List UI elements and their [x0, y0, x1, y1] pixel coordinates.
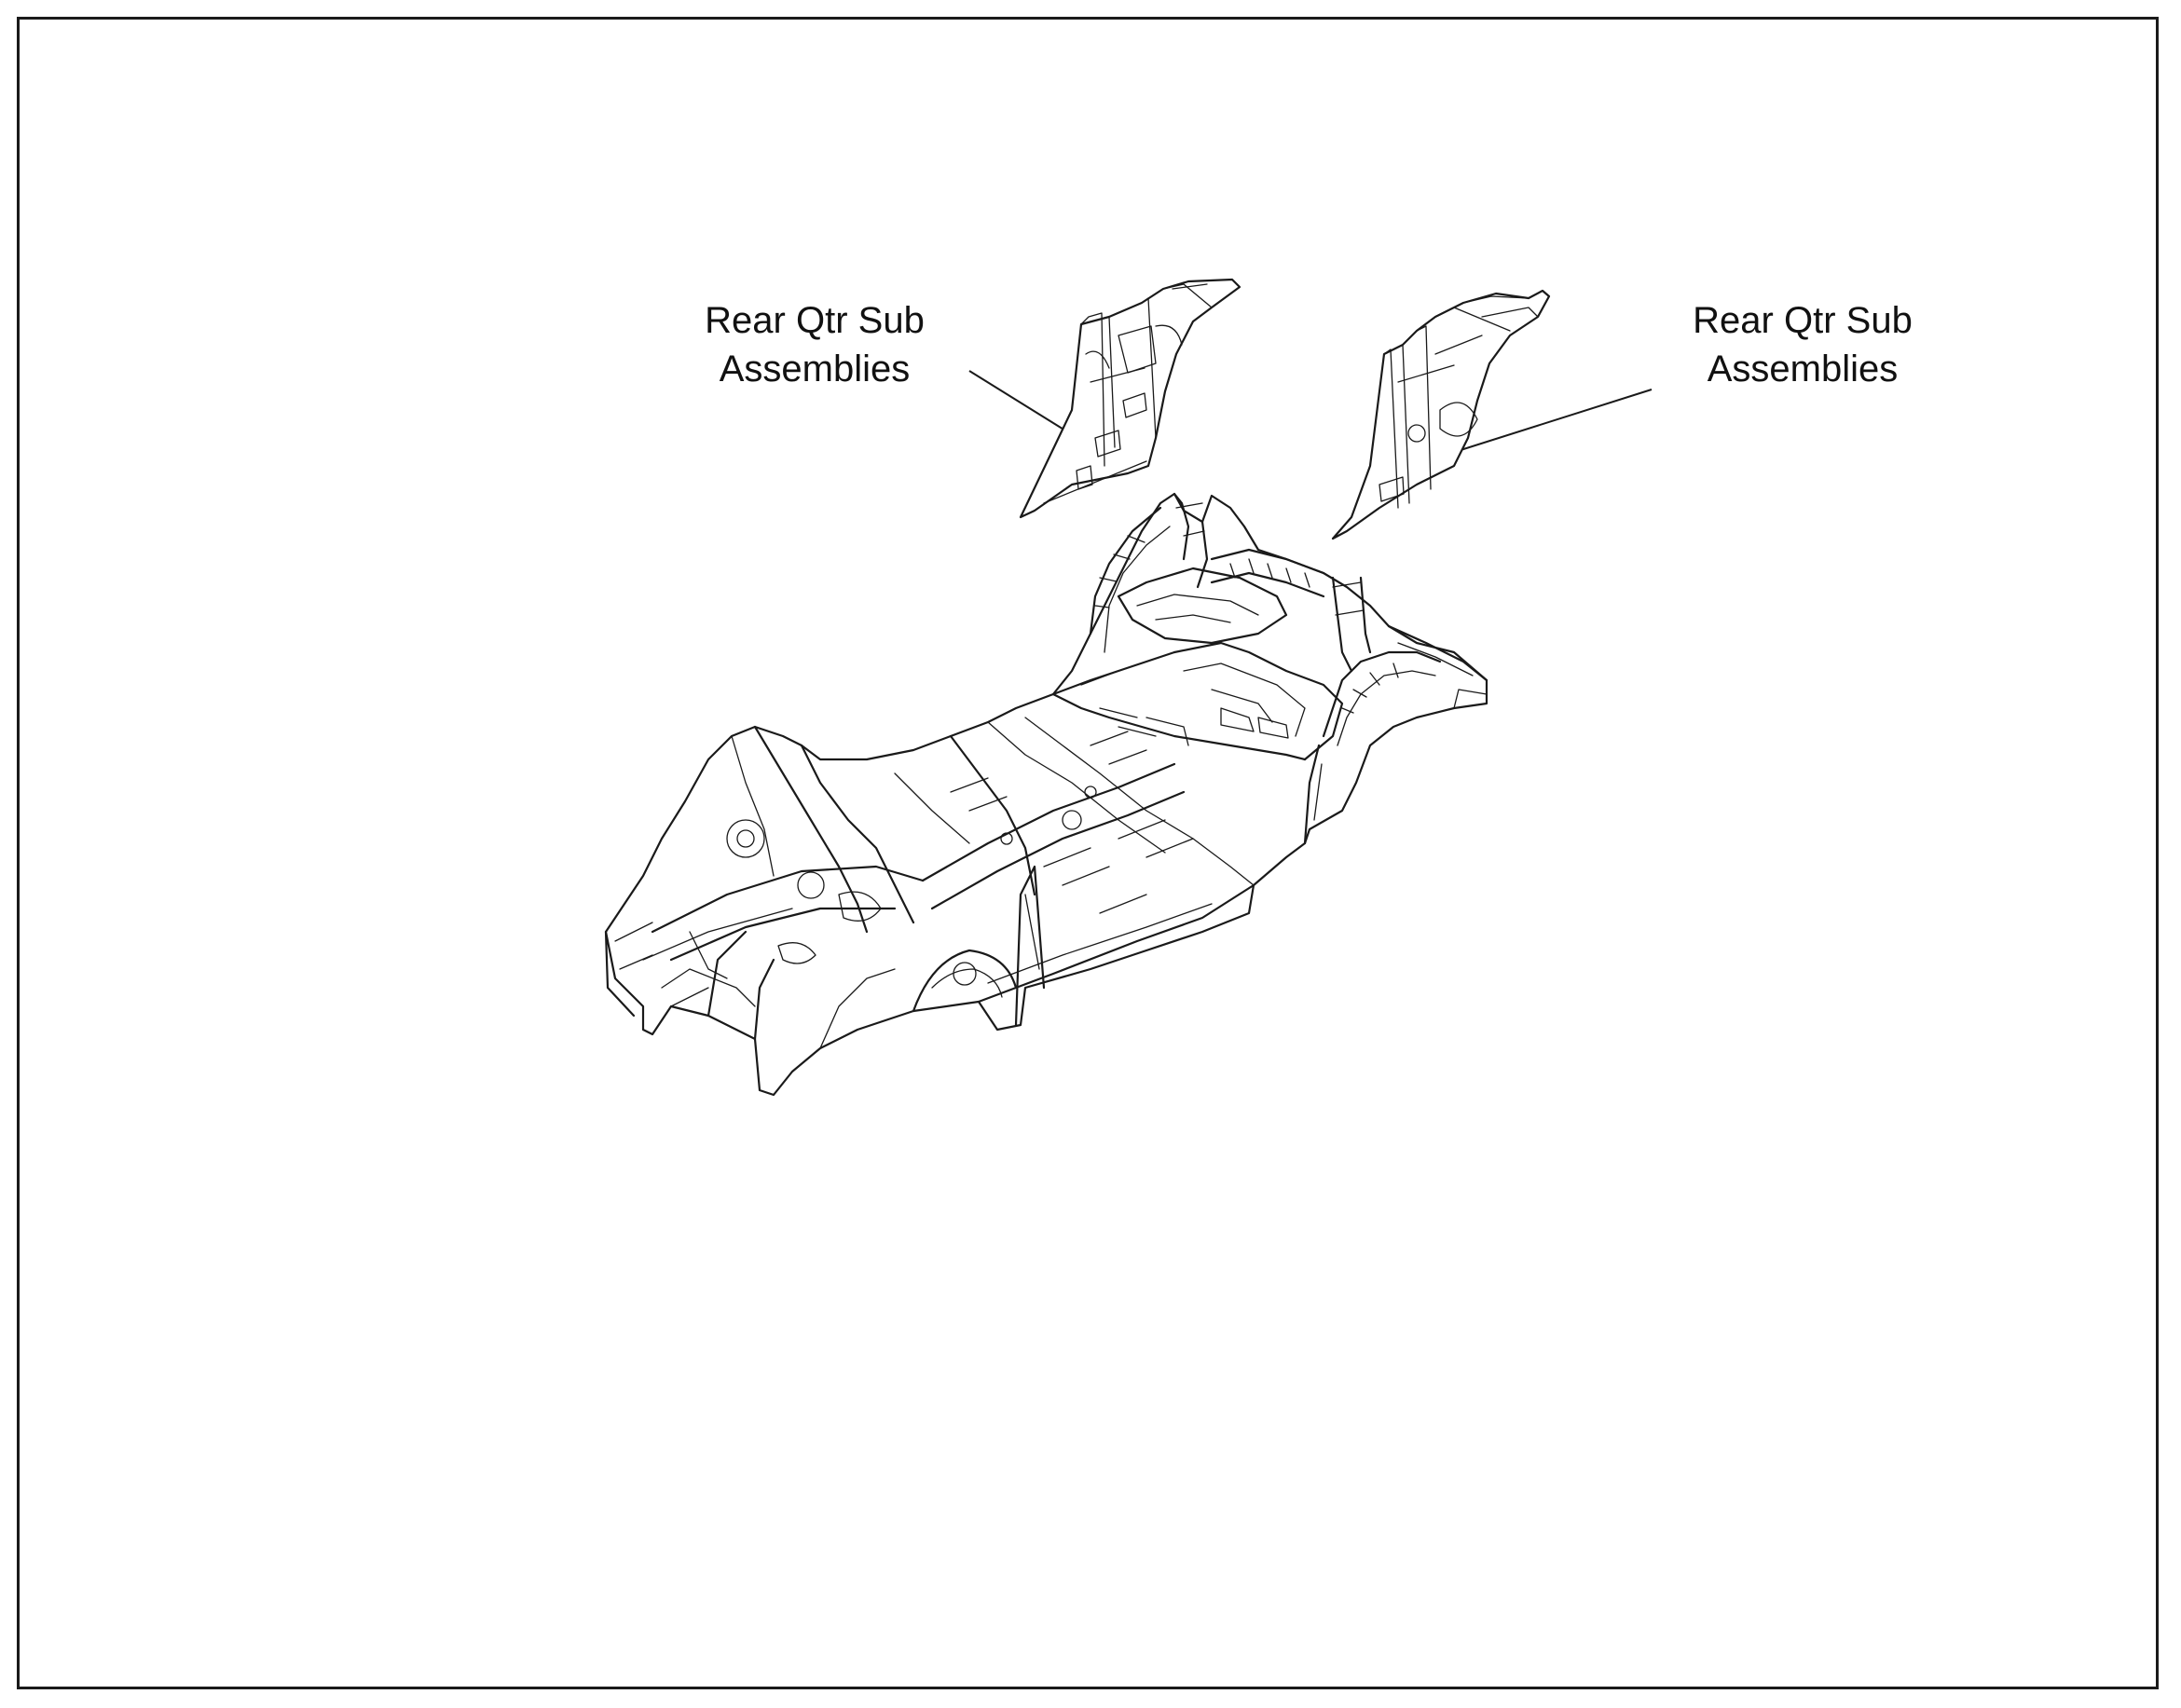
- leader-line-left: [968, 370, 1066, 431]
- callout-right-line2: Assemblies: [1707, 348, 1899, 389]
- callout-rear-qtr-left: Rear Qtr Sub Assemblies: [665, 296, 964, 393]
- callout-rear-qtr-right: Rear Qtr Sub Assemblies: [1653, 296, 1952, 393]
- callout-left-line1: Rear Qtr Sub: [705, 300, 925, 341]
- callout-left-line2: Assemblies: [719, 348, 911, 389]
- leader-line-right: [1439, 389, 1653, 458]
- rear-qtr-panel-left: [1019, 278, 1241, 519]
- drawing-border: [17, 17, 2159, 1689]
- rear-qtr-panel-right: [1331, 289, 1551, 540]
- callout-right-line1: Rear Qtr Sub: [1693, 300, 1913, 341]
- underbody-floor-assembly: [604, 492, 1488, 1097]
